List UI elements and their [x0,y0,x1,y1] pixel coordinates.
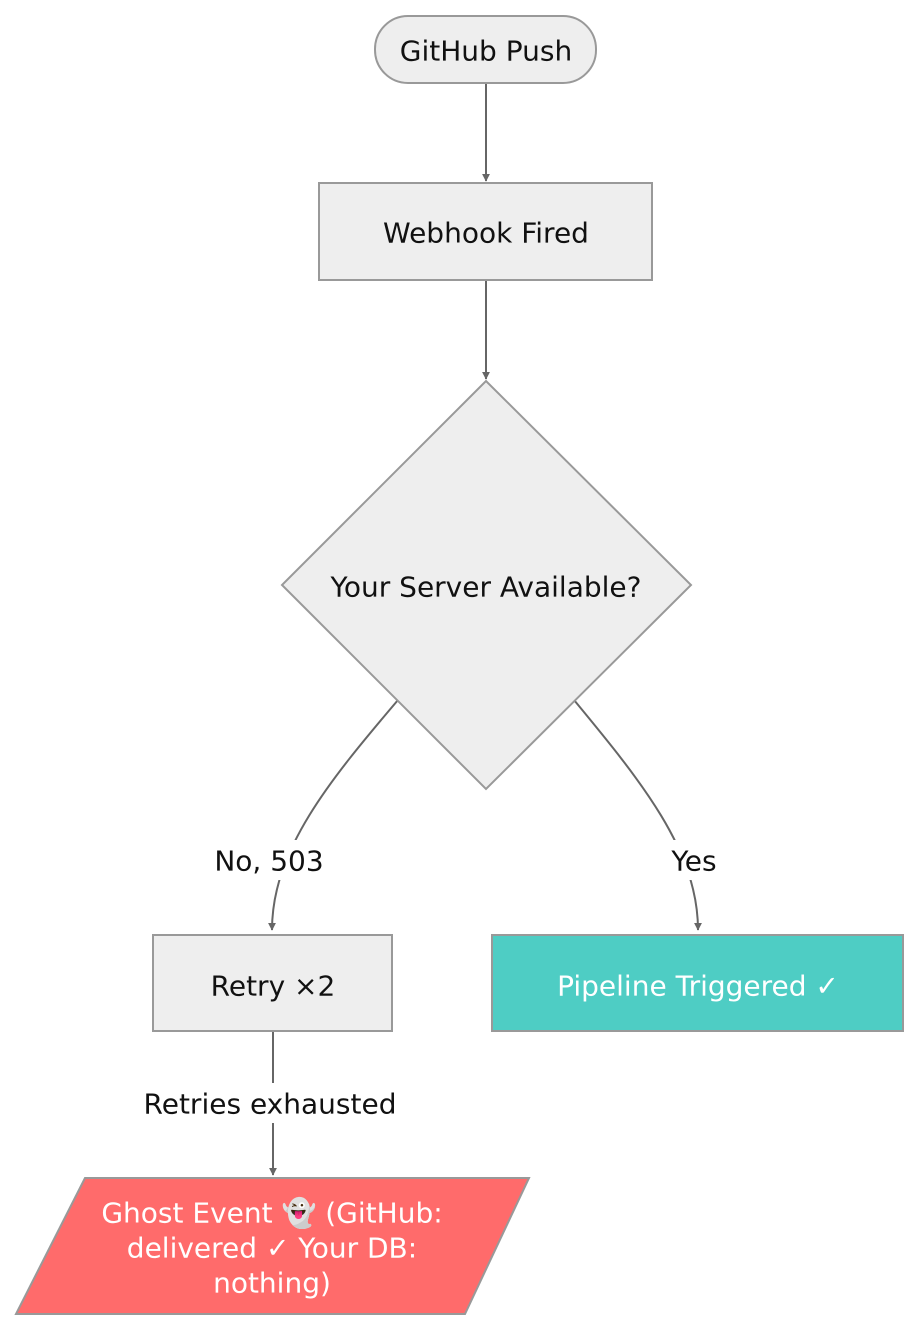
edge-label-yes: Yes [670,845,716,878]
edge-decision-to-pipeline [573,699,702,931]
node-retry-label: Retry ×2 [211,970,336,1003]
edge-label-no-bg [208,840,332,880]
node-pipeline-triggered [491,934,904,1032]
node-server-available-decision [280,379,693,791]
node-pipeline-triggered-label: Pipeline Triggered ✓ [557,970,839,1003]
edge-decision-to-retry [268,699,399,931]
node-retry [152,934,393,1032]
node-ghost-event-line-2: delivered ✓ Your DB: [127,1232,417,1265]
edge-label-no: No, 503 [214,845,323,878]
node-github-push [374,15,597,84]
edge-label-exhausted: Retries exhausted [144,1088,397,1121]
node-ghost-event-line-1: Ghost Event 👻 (GitHub: [101,1196,442,1230]
node-webhook-fired-label: Webhook Fired [383,217,589,250]
node-ghost-event [14,1177,531,1315]
node-webhook-fired [318,182,653,281]
node-github-push-label: GitHub Push [400,35,572,68]
edge-label-yes-bg [666,840,722,880]
node-ghost-event-line-3: nothing) [213,1267,331,1300]
edge-label-exhausted-bg [136,1083,404,1123]
node-server-available-label: Your Server Available? [330,571,642,604]
